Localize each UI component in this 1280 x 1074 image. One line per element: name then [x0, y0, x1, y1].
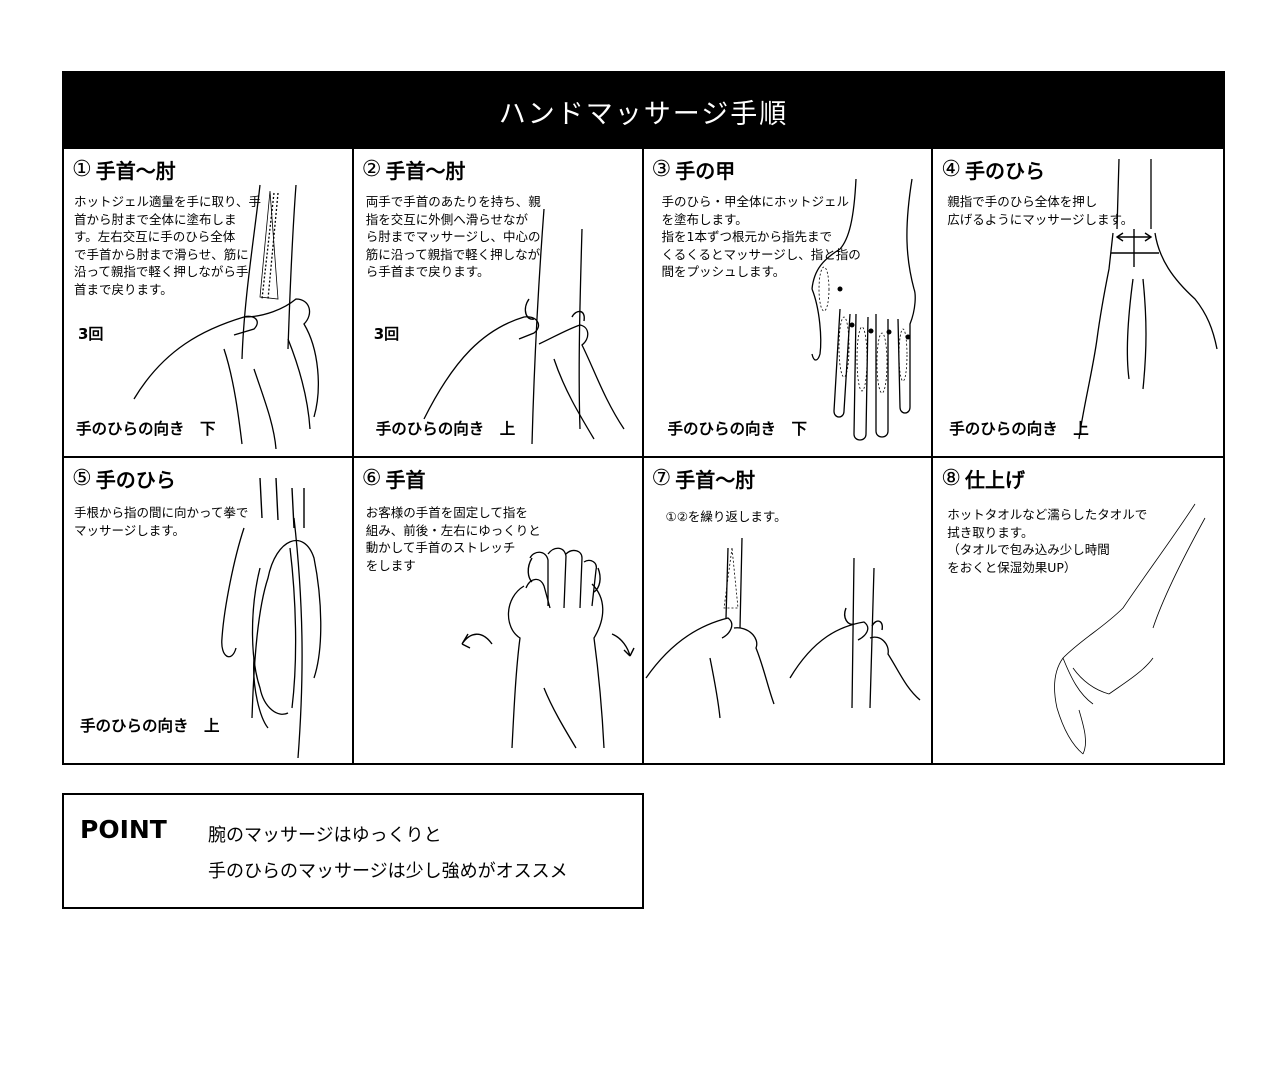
point-line-1: 腕のマッサージはゆっくりと — [208, 825, 442, 846]
step-card-6: ⑥ 手首 お客様の手首を固定して指を 組み、前後・左右にゆっくりと 動かして手首… — [354, 458, 644, 765]
palm-orientation: 手のひらの向き 上 — [375, 420, 516, 438]
step-title: 手のひら — [964, 159, 1045, 183]
step-card-2: ② 手首〜肘 両手で手首のあたりを持ち、親 指を交互に外側へ滑らせなが ら肘まで… — [353, 149, 644, 458]
wrist-elbow-illustration — [133, 184, 319, 450]
step-heading: ⑧ 仕上げ — [941, 464, 1025, 493]
palm-illustration — [1078, 158, 1218, 440]
step-title: 手首 — [385, 468, 426, 492]
steps-grid: ① 手首〜肘 ホットジェル適量を手に取り、手 首から肘まで全体に塗布しま す。左… — [64, 149, 1223, 765]
step-heading: ⑦ 手首〜肘 — [652, 464, 756, 493]
step-description: ホットタオルなど濡らしたタオルで 拭き取ります。 （タオルで包み込み少し時間 を… — [947, 507, 1148, 575]
step-heading: ② 手首〜肘 — [362, 155, 466, 184]
step-title: 手のひら — [95, 468, 176, 492]
step-card-7: ⑦ 手首〜肘 ①②を繰り返します。 — [644, 458, 934, 765]
step-number: ④ — [941, 157, 961, 182]
step-card-3: ③ 手の甲 手のひら・甲全体にホットジェル を塗布します。 指を1本ずつ根元から… — [643, 149, 934, 458]
step-number: ① — [72, 157, 92, 182]
step-number: ⑥ — [361, 466, 382, 491]
palm-orientation: 手のひらの向き 下 — [667, 420, 808, 438]
step-description: 親指で手のひら全体を押し 広げるようにマッサージします。 — [947, 194, 1134, 227]
step-heading: ⑥ 手首 — [362, 464, 426, 493]
step-heading: ③ 手の甲 — [652, 155, 736, 184]
wrist-stretch-illustration — [461, 547, 635, 749]
wrist-elbow-illustration — [423, 208, 625, 445]
page-title: ハンドマッサージ手順 — [64, 73, 1223, 149]
repeat-illustration — [644, 537, 920, 719]
finishing-towel-illustration — [1054, 503, 1206, 755]
step-title: 手の甲 — [675, 159, 736, 183]
procedure-sheet: ハンドマッサージ手順 ① 手首〜肘 ホットジェル適量を手に取り、手 首から肘まで… — [62, 71, 1225, 765]
step-description: 手のひら・甲全体にホットジェル を塗布します。 指を1本ずつ根元から指先まで く… — [661, 194, 861, 279]
step-description: ホットジェル適量を手に取り、手 首から肘まで全体に塗布しま す。左右交互に手のひ… — [74, 194, 262, 297]
step-card-5: ⑤ 手のひら 手根から指の間に向かって拳で マッサージします。 手のひらの向き … — [64, 458, 354, 765]
step-title: 手首〜肘 — [95, 159, 176, 183]
step-title: 手首〜肘 — [675, 468, 756, 492]
step-title: 仕上げ — [964, 468, 1025, 492]
step-number: ⑦ — [651, 466, 672, 491]
step-description: 手根から指の間に向かって拳で マッサージします。 — [74, 505, 249, 538]
repeat-count: 3回 — [373, 325, 400, 343]
point-line-2: 手のひらのマッサージは少し強めがオススメ — [208, 861, 568, 882]
step-description: 両手で手首のあたりを持ち、親 指を交互に外側へ滑らせなが ら肘までマッサージし、… — [365, 194, 541, 279]
repeat-count: 3回 — [78, 325, 104, 343]
point-label: POINT — [80, 815, 167, 844]
step-number: ② — [361, 157, 382, 182]
step-description: ①②を繰り返します。 — [665, 509, 787, 524]
step-number: ⑤ — [72, 466, 92, 491]
fist-palm-illustration — [221, 477, 322, 759]
step-description: お客様の手首を固定して指を 組み、前後・左右にゆっくりと 動かして手首のストレッ… — [365, 505, 541, 573]
step-number: ③ — [651, 157, 672, 182]
palm-orientation: 手のひらの向き 下 — [76, 420, 216, 438]
back-of-hand-illustration — [810, 178, 916, 441]
point-box: POINT 腕のマッサージはゆっくりと 手のひらのマッサージは少し強めがオススメ — [62, 793, 644, 909]
palm-orientation: 手のひらの向き 上 — [949, 420, 1089, 438]
step-number: ⑧ — [941, 466, 961, 491]
palm-orientation: 手のひらの向き 上 — [80, 717, 220, 735]
step-card-4: ④ 手のひら 親指で手のひら全体を押し 広げるようにマッサージします。 手のひら… — [933, 149, 1223, 458]
step-heading: ① 手首〜肘 — [72, 155, 176, 184]
step-card-1: ① 手首〜肘 ホットジェル適量を手に取り、手 首から肘まで全体に塗布しま す。左… — [64, 149, 354, 458]
step-heading: ④ 手のひら — [941, 155, 1045, 184]
step-title: 手首〜肘 — [385, 159, 466, 183]
step-heading: ⑤ 手のひら — [72, 464, 176, 493]
step-card-8: ⑧ 仕上げ ホットタオルなど濡らしたタオルで 拭き取ります。 （タオルで包み込み… — [933, 458, 1223, 765]
